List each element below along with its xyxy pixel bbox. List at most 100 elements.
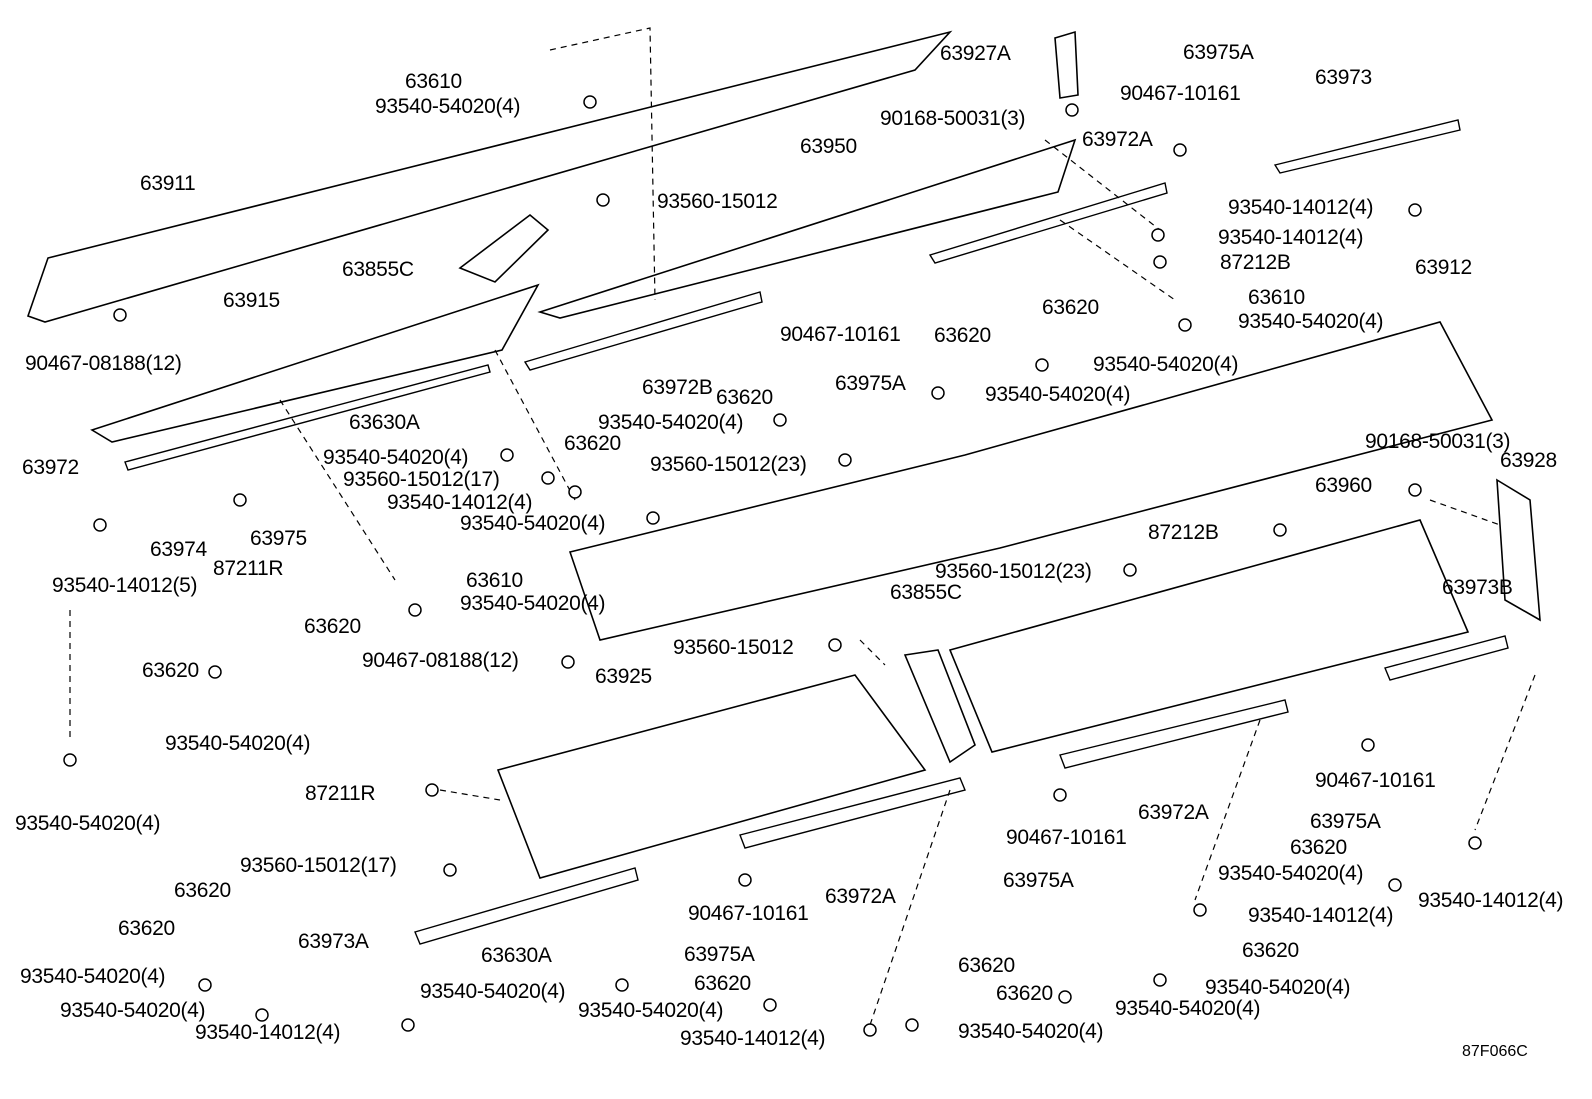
screw-icon: [500, 448, 514, 462]
part-label: 93540-54020(4): [420, 980, 565, 1003]
panel-63915: [90, 283, 540, 443]
part-label: 63620: [142, 659, 199, 682]
screw-icon: [646, 511, 660, 525]
screw-icon: [1193, 903, 1207, 917]
screw-icon: [1058, 990, 1072, 1004]
screw-icon: [863, 1023, 877, 1037]
diagram-code: 87F066C: [1462, 1043, 1528, 1060]
part-label: 63928: [1500, 449, 1557, 472]
screw-icon: [773, 413, 787, 427]
part-label: 93540-54020(4): [1115, 997, 1260, 1020]
screw-icon: [1035, 358, 1049, 372]
part-label: 93540-54020(4): [578, 999, 723, 1022]
part-label: 63973B: [1442, 576, 1513, 599]
part-label: 63630A: [481, 944, 552, 967]
part-label: 63927A: [940, 42, 1011, 65]
part-label: 90168-50031(3): [1365, 430, 1510, 453]
part-label: 93540-54020(4): [323, 446, 468, 469]
part-label: 93560-15012(17): [240, 854, 397, 877]
screw-icon: [1388, 878, 1402, 892]
part-label: 87211R: [213, 557, 283, 580]
screw-icon: [443, 863, 457, 877]
screw-icon: [1408, 483, 1422, 497]
part-label: 63972: [22, 456, 79, 479]
screw-icon: [63, 753, 77, 767]
part-label: 93540-54020(4): [598, 411, 743, 434]
screw-icon: [1408, 203, 1422, 217]
part-label: 93560-15012(23): [935, 560, 1092, 583]
fasteners: [63, 95, 1482, 1037]
part-label: 63911: [140, 172, 195, 195]
strip-63973a: [414, 867, 639, 945]
part-label: 63620: [694, 972, 751, 995]
screw-icon: [1153, 973, 1167, 987]
part-label: 63972B: [642, 376, 713, 399]
part-label: 93540-14012(5): [52, 574, 197, 597]
part-label: 93560-15012: [657, 190, 778, 213]
screw-icon: [738, 873, 752, 887]
part-label: 63620: [564, 432, 621, 455]
part-label: 90467-10161: [1120, 82, 1241, 105]
part-label: 63620: [958, 954, 1015, 977]
screw-icon: [583, 95, 597, 109]
part-label: 63975A: [1183, 41, 1254, 64]
screw-icon: [208, 665, 222, 679]
part-label: 63975: [250, 527, 307, 550]
part-label: 63912: [1415, 256, 1472, 279]
part-label: 63950: [800, 135, 857, 158]
part-label: 93540-14012(4): [1418, 889, 1563, 912]
part-label: 93540-54020(4): [1205, 976, 1350, 999]
screw-icon: [233, 493, 247, 507]
screw-icon: [905, 1018, 919, 1032]
part-label: 93540-54020(4): [375, 95, 520, 118]
screw-icon: [615, 978, 629, 992]
screw-icon: [1173, 143, 1187, 157]
part-label: 90467-10161: [1315, 769, 1436, 792]
part-label: 93560-15012(17): [343, 468, 500, 491]
part-label: 90467-10161: [780, 323, 901, 346]
part-label: 63972A: [1138, 801, 1209, 824]
screw-icon: [408, 603, 422, 617]
part-label: 87211R: [305, 782, 375, 805]
part-label: 93540-14012(4): [387, 491, 532, 514]
part-label: 63855C: [890, 581, 962, 604]
screw-icon: [1065, 103, 1079, 117]
part-label: 93540-14012(4): [1248, 904, 1393, 927]
screw-icon: [828, 638, 842, 652]
part-label: 93540-54020(4): [958, 1020, 1103, 1043]
strip-63972b: [523, 291, 763, 371]
strip-63973: [1273, 119, 1461, 174]
strip-63972a-low: [1059, 699, 1289, 769]
screw-icon: [568, 485, 582, 499]
part-label: 87212B: [1220, 251, 1291, 274]
cover-63927a: [1054, 30, 1079, 99]
bracket-63855c: [903, 649, 976, 764]
strip-63972a-mid: [739, 777, 966, 849]
part-label: 63620: [716, 386, 773, 409]
part-label: 93540-54020(4): [985, 383, 1130, 406]
panel-63950: [537, 138, 1077, 319]
part-label: 93560-15012(23): [650, 453, 807, 476]
screw-icon: [1153, 255, 1167, 269]
screw-icon: [541, 471, 555, 485]
part-label: 93540-54020(4): [60, 999, 205, 1022]
dashed-guides: [69, 27, 1536, 1026]
part-label: 87212B: [1148, 521, 1219, 544]
part-label: 63975A: [835, 372, 906, 395]
panel-63912: [568, 321, 1494, 641]
part-label: 93540-54020(4): [1238, 310, 1383, 333]
strip-63973b: [1384, 635, 1509, 681]
strip-63972: [124, 364, 491, 471]
panel-63960: [948, 519, 1470, 753]
screw-icon: [1151, 228, 1165, 242]
part-label: 93560-15012: [673, 636, 794, 659]
part-label: 93540-54020(4): [20, 965, 165, 988]
part-label: 63975A: [1003, 869, 1074, 892]
panels: [26, 30, 1541, 945]
part-labels: 6361093540-54020(4)6391163855C93560-1501…: [15, 41, 1564, 1050]
screw-icon: [838, 453, 852, 467]
cover-63928: [1496, 478, 1541, 622]
part-label: 93540-54020(4): [460, 592, 605, 615]
screw-icon: [1273, 523, 1287, 537]
